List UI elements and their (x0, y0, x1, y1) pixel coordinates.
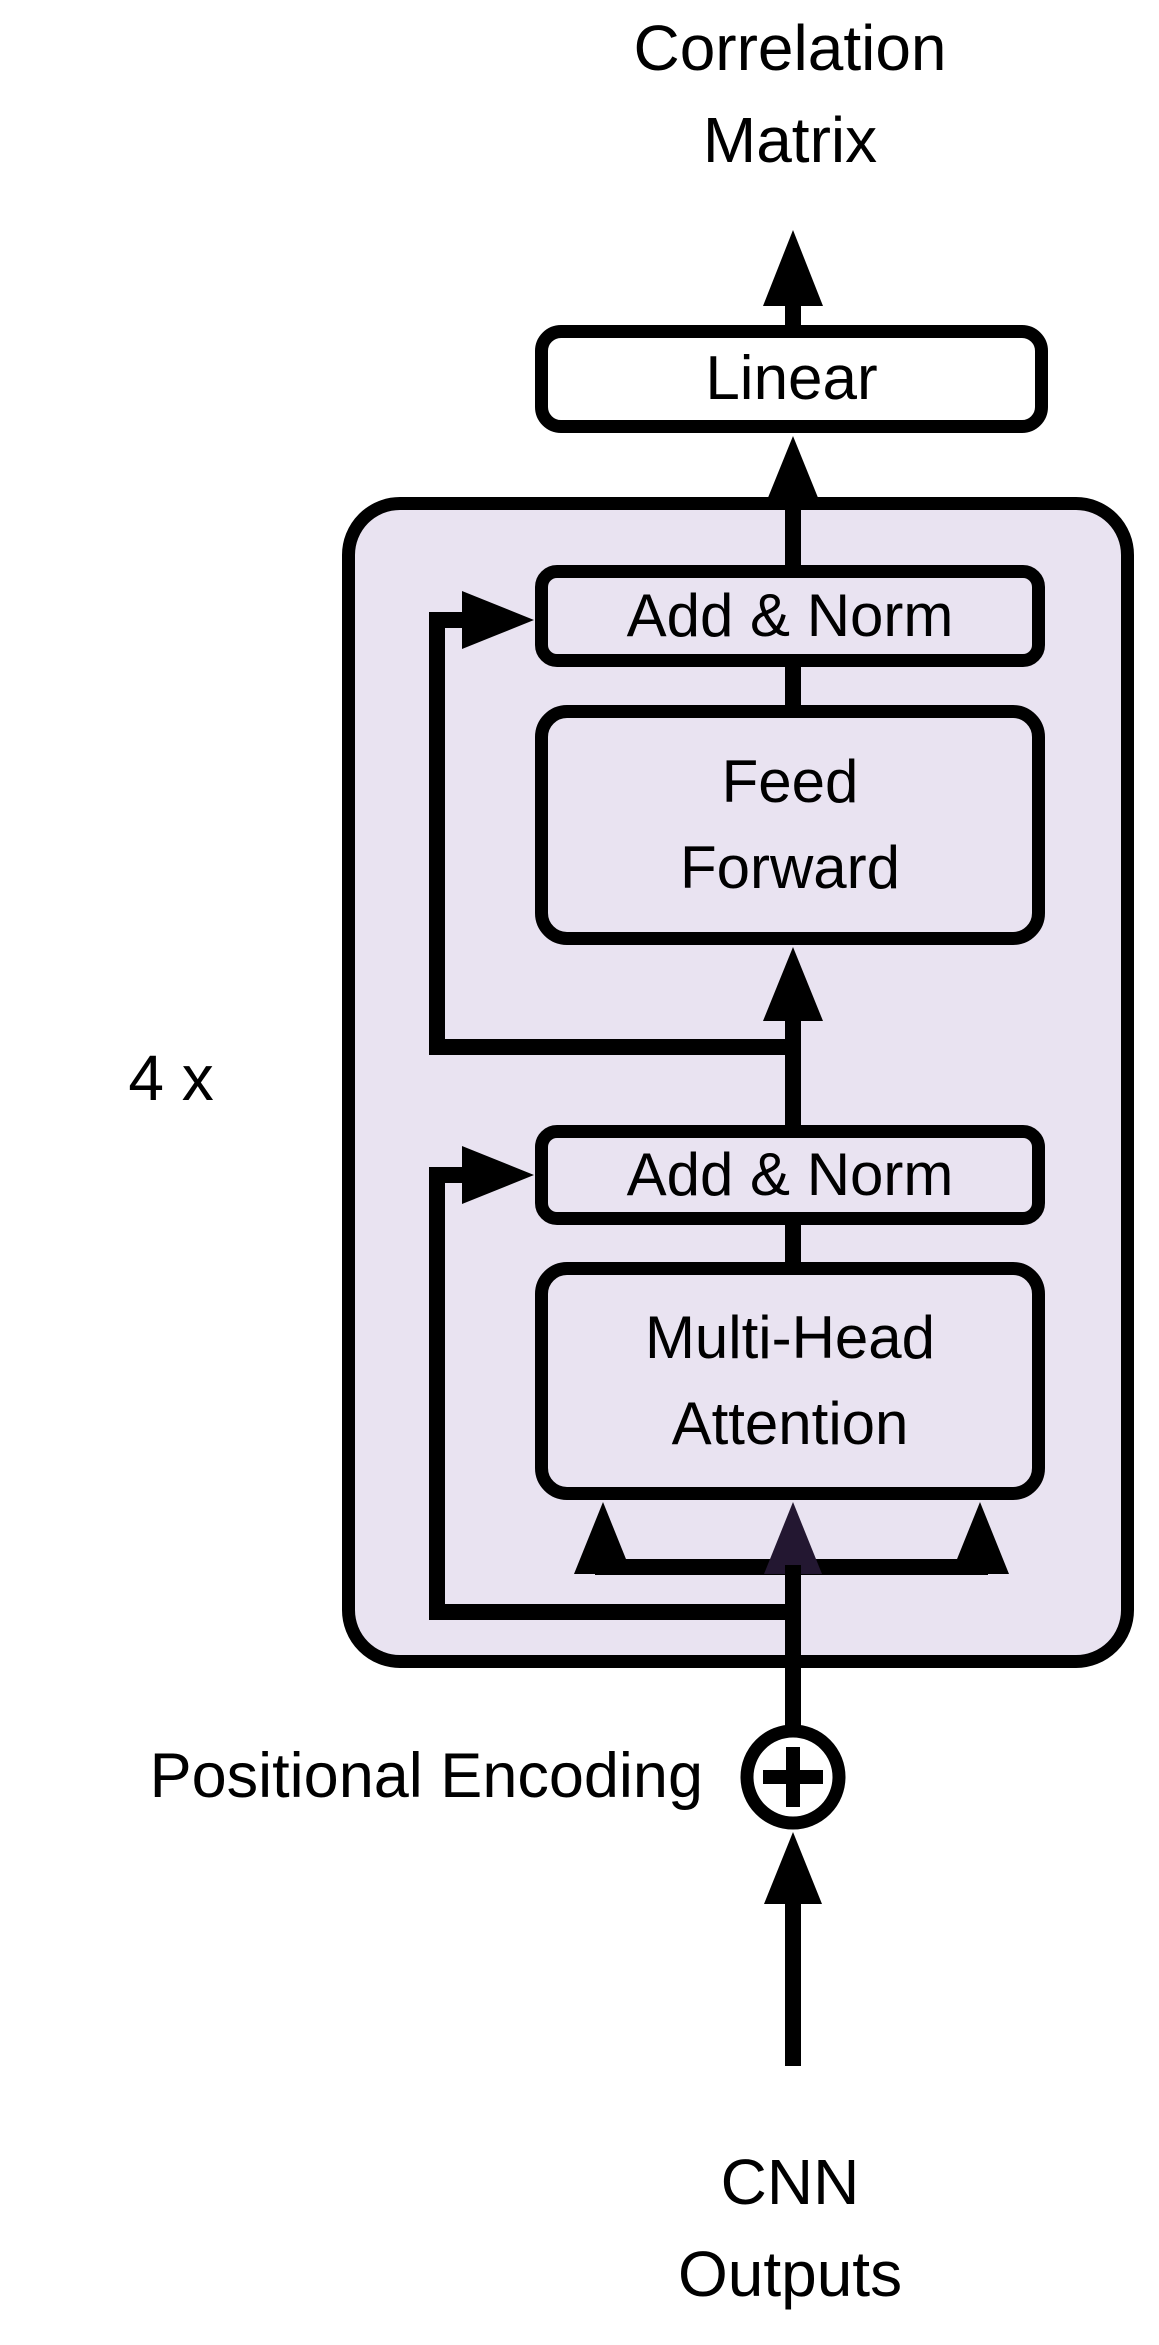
arrowhead-to-output (763, 230, 823, 306)
plus-icon-vertical (786, 1747, 800, 1807)
linear-block: Linear (535, 325, 1048, 433)
arrowhead-into-plus (764, 1832, 822, 1904)
add-norm-bottom-block: Add & Norm (535, 1125, 1045, 1225)
plus-circle-icon (740, 1724, 846, 1830)
positional-encoding-label: Positional Encoding (149, 1741, 703, 1811)
line-input-to-plus (785, 1899, 801, 2066)
repeat-count-label: 4 x (128, 1042, 214, 1114)
output-title-correlation-matrix: Correlation Matrix (633, 12, 947, 176)
feed-forward-block: Feed Forward (535, 705, 1045, 945)
plus-icon-horizontal (763, 1770, 823, 1784)
input-title-cnn-outputs: CNN Outputs (677, 2146, 903, 2310)
multi-head-attention-block: Multi-Head Attention (535, 1262, 1045, 1500)
add-norm-top-block: Add & Norm (535, 565, 1045, 667)
